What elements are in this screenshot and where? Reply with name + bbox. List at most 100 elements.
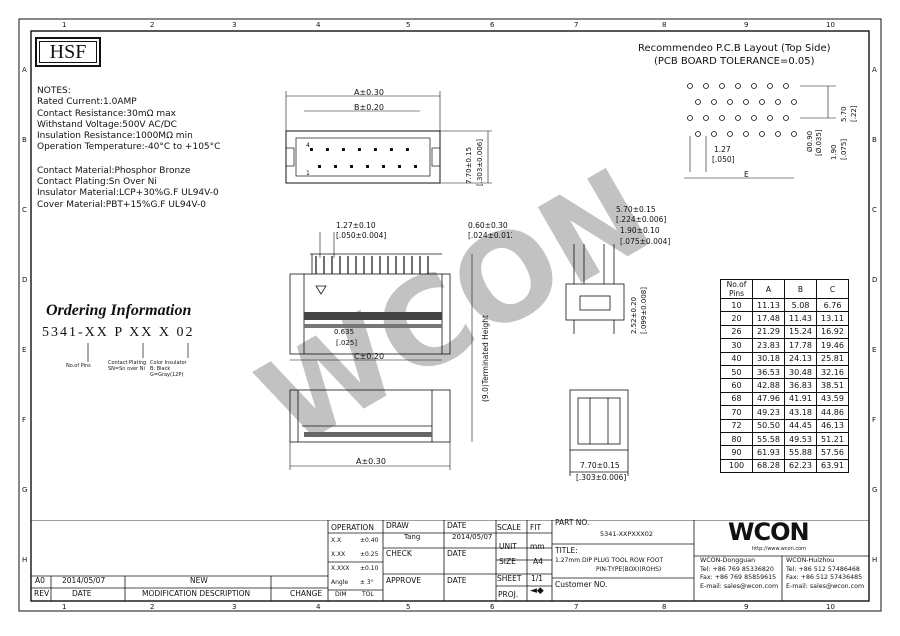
tb-tol-key: X.XX (331, 551, 346, 558)
pin-table-header: A (752, 279, 785, 299)
pin-table-cell: 30.48 (784, 364, 817, 380)
pin-table-header: No.of Pins (720, 279, 753, 299)
co-tel: Tel: +86 769 85336820 (700, 565, 774, 573)
dim-text: [.024±0.012] (468, 231, 512, 240)
tb-title-val: 1.27mm DIP PLUG TOOL ROW FOOT (555, 557, 664, 564)
dim-text: [.22] (850, 105, 858, 122)
pcb-title-line: (PCB BOARD TOLERANCE=0.05) (653, 56, 815, 67)
dim-text: 1.27±0.10 (336, 221, 376, 230)
pin-table-cell: 44.45 (784, 418, 817, 433)
dim-text: [Ø.035] (815, 129, 823, 156)
col-marker: 6 (490, 603, 495, 611)
co-name: WCON-Huizhou (786, 557, 835, 564)
pin-table-cell: 50.50 (752, 418, 785, 433)
pin-table-cell: 16.92 (816, 324, 849, 340)
tb-title-val2: PIN-TYPE(BOX)(ROHS) (596, 566, 662, 573)
pin-table-cell: 11.13 (752, 297, 785, 313)
pin-table-cell: 17.48 (752, 311, 785, 326)
pin-table-cell: 68.28 (752, 458, 785, 474)
pin-table-cell: 41.91 (784, 391, 817, 407)
rev-header: REV (34, 589, 50, 598)
col-marker: 8 (662, 21, 667, 29)
col-marker: 7 (574, 603, 579, 611)
pin-table-cell: 44.86 (816, 405, 849, 420)
row-marker: B (872, 136, 877, 144)
row-marker: H (872, 556, 878, 564)
dim-text: E (744, 170, 749, 179)
co-name: WCON-Dongguan (700, 557, 756, 564)
row-marker: B (22, 136, 27, 144)
note-line: Contact Resistance:30mΩ max (37, 108, 176, 119)
col-marker: 1 (62, 21, 67, 29)
tb-check: CHECK (386, 549, 412, 558)
pin-table-cell: 90 (720, 445, 753, 460)
dim-text: 1.90 (830, 144, 838, 160)
dim-text: 2.52±0.20 (630, 297, 638, 334)
tb-date: DATE (447, 549, 467, 558)
pin-table-cell: 30.18 (752, 351, 785, 366)
rev-header: DATE (72, 589, 92, 598)
pin-table-cell: 25.81 (816, 351, 849, 366)
tb-sheet: SHEET (497, 574, 522, 583)
row-marker: F (22, 416, 27, 424)
tb-date-val: 2014/05/07 (452, 533, 493, 541)
tb-tol-key: X.XXX (331, 565, 350, 572)
material-line: Insulator Material:LCP+30%G.F UL94V-0 (37, 188, 219, 199)
pin-table-cell: 36.53 (752, 364, 785, 380)
material-line: Contact Material:Phosphor Bronze (37, 165, 191, 176)
dim-text: 4 (306, 142, 310, 149)
pin-table-cell: 49.23 (752, 405, 785, 420)
pin-table-cell: 21.29 (752, 324, 785, 340)
dim-text: B±0.20 (354, 103, 384, 112)
material-line: Contact Plating:Sn Over Ni (37, 177, 157, 188)
dim-text: 0.635 (334, 328, 354, 336)
dim-text: 1.27 (714, 145, 731, 154)
ordering-label-pins: No.of Pins (66, 363, 91, 369)
tb-title-label: TITLE: (555, 546, 578, 555)
pin-table-cell: 72 (720, 418, 753, 433)
note-line: Withstand Voltage:500V AC/DC (37, 119, 177, 130)
pin-table-cell: 61.93 (752, 445, 785, 460)
tb-draw: DRAW (386, 521, 409, 530)
dim-text: [.303±0.006] (476, 139, 484, 186)
row-marker: A (872, 66, 877, 74)
dim-text: C±0.20 (354, 352, 384, 361)
row-marker: D (22, 276, 28, 284)
tb-date: DATE (447, 576, 467, 585)
pin-table-cell: 24.13 (784, 351, 817, 366)
rev-desc-cell: NEW (190, 576, 208, 585)
dim-text: 7.70±0.15 (465, 147, 473, 184)
pin-table-cell: 43.59 (816, 391, 849, 407)
tb-scale-val: FIT (530, 523, 542, 532)
pin-table-cell: 47.96 (752, 391, 785, 407)
row-marker: E (22, 346, 27, 354)
pin-table-cell: 43.18 (784, 405, 817, 420)
col-marker: 2 (150, 21, 155, 29)
pin-table-cell: 55.88 (784, 445, 817, 460)
tb-operation: OPERATION (331, 523, 374, 532)
tb-unit: UNIT (499, 542, 517, 551)
note-line: Rated Current:1.0AMP (37, 97, 137, 108)
dim-text: 1.90±0.10 (620, 226, 660, 235)
row-marker: H (22, 556, 28, 564)
ordering-title: Ordering Information (46, 302, 192, 319)
col-marker: 4 (316, 603, 321, 611)
row-marker: C (872, 206, 877, 214)
side-view-drawing: 5.70±0.15 [.224±0.006] 1.90±0.10 [.075±0… (565, 205, 670, 482)
pin-table-cell: 70 (720, 405, 753, 420)
hsf-logo: HSF (35, 37, 101, 67)
col-marker: 3 (232, 21, 237, 29)
pcb-layout-drawing: 1.27 [.050] E Ø0.90 [Ø.035] 5.70 [.22] 1… (684, 83, 858, 179)
dim-text: [.025] (336, 339, 357, 347)
col-marker: 9 (744, 603, 749, 611)
pin-table-cell: 42.88 (752, 378, 785, 393)
dim-text: [.303±0.006] (576, 473, 626, 482)
wcon-web: http://www.wcon.com (752, 546, 807, 552)
co-mail: E-mail: sales@wcon.com (786, 582, 865, 590)
